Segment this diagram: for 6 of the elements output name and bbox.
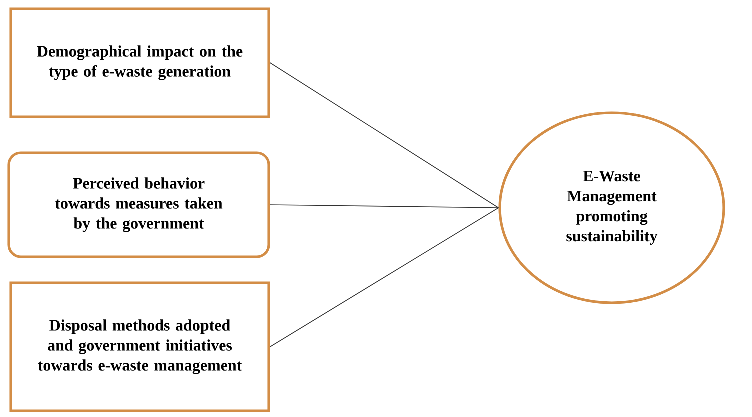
factor-box: Disposal methods adopted and government initiatives towards e-waste management <box>10 282 270 412</box>
connector-line <box>270 204 500 208</box>
factor-box: Demographical impact on the type of e-waste generation <box>10 8 270 118</box>
factor-box: Perceived behavior towards measures taken by the government <box>8 152 270 258</box>
connector-line <box>270 208 500 348</box>
connector-line <box>270 62 500 208</box>
